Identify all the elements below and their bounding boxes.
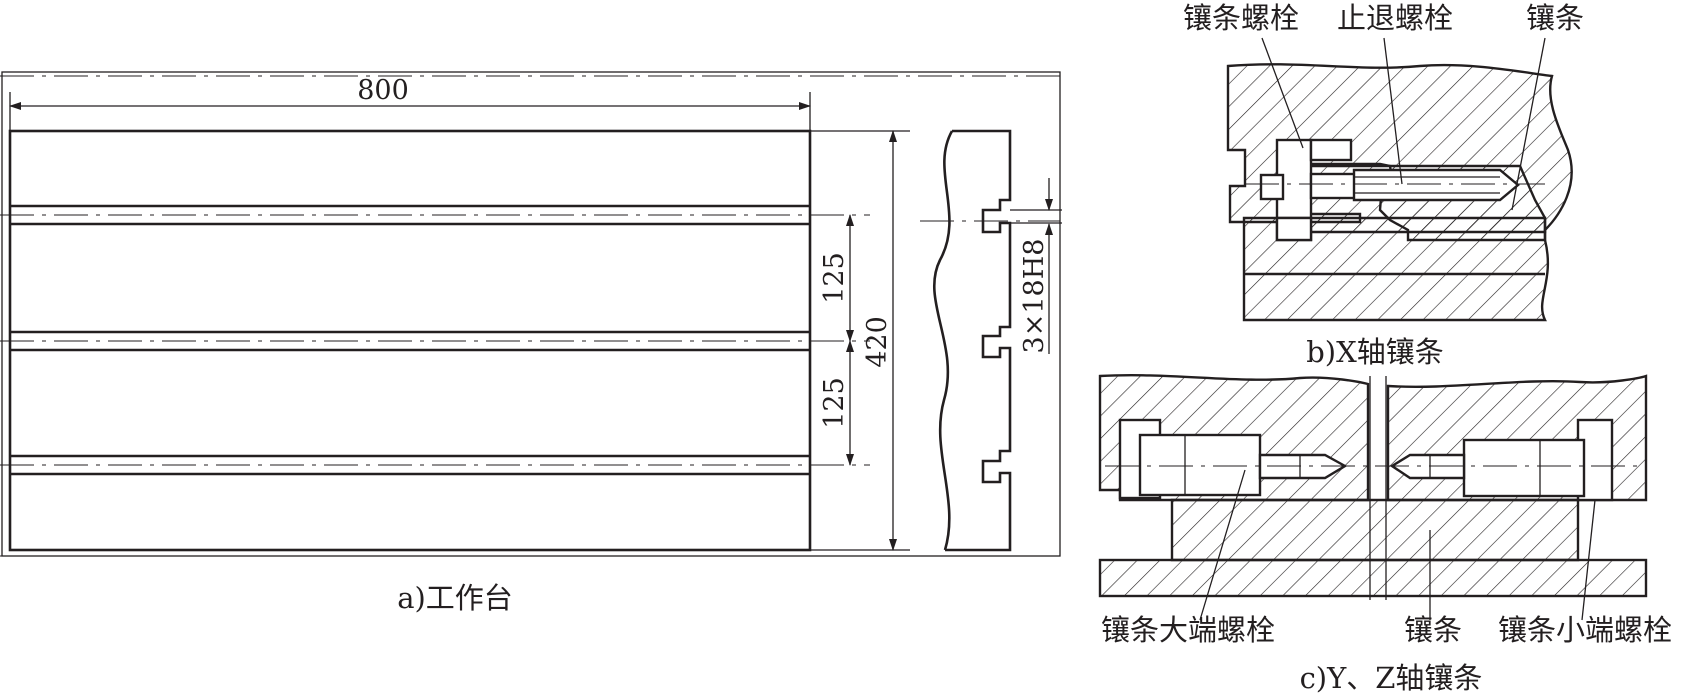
leader-gib bbox=[1511, 37, 1546, 211]
dimension-420: 420 bbox=[810, 130, 910, 551]
x-axis-gib-panel: 镶条螺栓 止退螺栓 镶条 b)X轴镶条 bbox=[1183, 1, 1584, 369]
yz-lower-bed bbox=[1098, 558, 1648, 598]
dimension-800-label: 800 bbox=[357, 75, 409, 106]
dimension-slot-width: 3×18H8 bbox=[1010, 178, 1062, 354]
dimension-800: 800 bbox=[9, 75, 811, 131]
caption-a: a)工作台 bbox=[397, 581, 513, 615]
outer-frame bbox=[1, 71, 1061, 557]
dimension-slot-width-label: 3×18H8 bbox=[1019, 239, 1050, 354]
label-gib-bolt: 镶条螺栓 bbox=[1183, 1, 1299, 35]
label-small-end-bolt: 镶条小端螺栓 bbox=[1498, 613, 1672, 647]
x-lower-bed bbox=[1242, 216, 1550, 322]
label-gib-x: 镶条 bbox=[1526, 1, 1584, 35]
label-big-end-bolt: 镶条大端螺栓 bbox=[1101, 613, 1275, 647]
dimension-slot-pitch: 125 125 bbox=[819, 214, 854, 466]
label-stop-bolt: 止退螺栓 bbox=[1337, 1, 1453, 35]
leader-gib-bolt bbox=[1261, 37, 1304, 149]
caption-c: c)Y、Z轴镶条 bbox=[1300, 661, 1483, 695]
dimension-420-label: 420 bbox=[862, 316, 893, 368]
leader-small-end-bolt bbox=[1581, 499, 1596, 621]
leader-stop-bolt bbox=[1383, 37, 1403, 185]
dimension-125-upper-label: 125 bbox=[819, 252, 850, 304]
x-stop-bolt bbox=[1352, 168, 1520, 202]
label-gib-yz: 镶条 bbox=[1404, 613, 1462, 647]
worktable-panel: 800 420 125 125 3×18H bbox=[0, 71, 1062, 615]
dimension-125-lower-label: 125 bbox=[819, 377, 850, 429]
worktable-side-section bbox=[920, 129, 1060, 552]
caption-b: b)X轴镶条 bbox=[1306, 335, 1444, 369]
yz-axis-gib-panel: 镶条大端螺栓 镶条 镶条小端螺栓 c)Y、Z轴镶条 bbox=[1098, 373, 1672, 695]
worktable-top-view bbox=[0, 75, 1060, 557]
leader-big-end-bolt bbox=[1199, 469, 1246, 621]
